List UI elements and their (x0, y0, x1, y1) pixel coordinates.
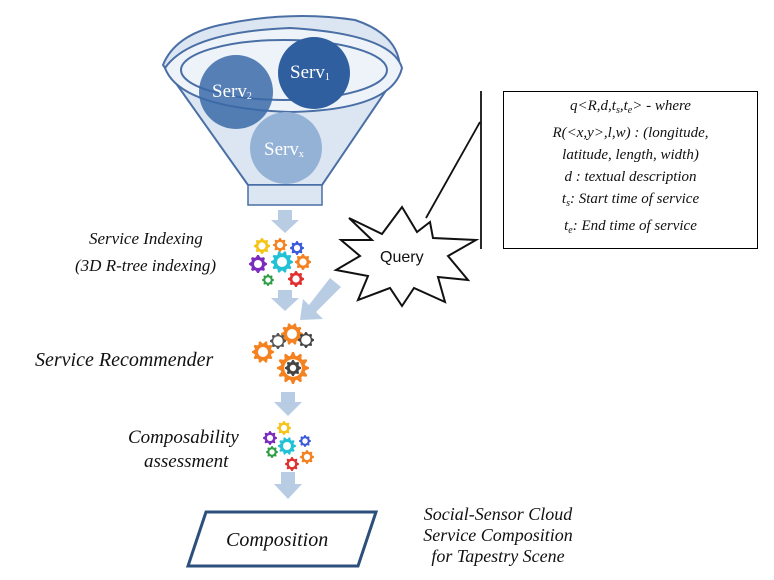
query-definition-box: q<R,d,ts,te> - where R(<x,y>,l,w) : (lon… (503, 91, 758, 249)
query-line-1: q<R,d,ts,te> - where (570, 98, 691, 116)
query-label: Query (380, 249, 424, 266)
caption-line-1: Social-Sensor Cloud (423, 504, 573, 524)
serv-x-circle (250, 112, 322, 184)
gear-icon (295, 254, 311, 270)
arrow-query-to-recommender (300, 278, 341, 320)
serv-2-label: Serv2 (212, 81, 252, 102)
assessment-label: assessment (144, 451, 229, 472)
gear-icon (254, 238, 270, 254)
gear-icon (249, 255, 267, 273)
gear-icon (273, 238, 287, 252)
serv-1-circle (278, 37, 350, 109)
gear-icon (266, 446, 278, 458)
gear-icon (288, 271, 304, 287)
gear-icon (290, 241, 304, 255)
gear-icon (285, 457, 299, 471)
caption-line-2: Service Composition (423, 525, 573, 545)
serv-1-label: Serv1 (290, 62, 330, 83)
gear-icon (285, 360, 301, 376)
composition-label: Composition (226, 529, 329, 551)
gear-icon (262, 274, 274, 286)
rtree-indexing-label: (3D R-tree indexing) (75, 256, 216, 275)
gear-icon (278, 437, 296, 455)
gear-clusters (249, 238, 314, 471)
diagram-caption: Social-Sensor Cloud Service Composition … (398, 504, 598, 567)
gear-icon (298, 332, 314, 348)
arrow-recommender-to-composability (274, 392, 302, 416)
query-line-3: latitude, length, width) (562, 147, 699, 163)
arrow-indexing-to-recommender (271, 290, 299, 311)
query-burst (333, 205, 480, 308)
query-line-2: R(<x,y>,l,w) : (longitude, (552, 125, 709, 141)
query-line-5: ts: Start time of service (561, 191, 700, 209)
arrow-funnel-to-indexing (271, 210, 299, 233)
serv-x-label: Servx (264, 139, 304, 160)
arrow-composability-to-composition (274, 472, 302, 499)
query-line-6: te: End time of service (564, 218, 697, 236)
composition-box (185, 510, 379, 568)
gear-icon (281, 323, 303, 345)
gear-icon (252, 341, 274, 363)
gear-icon (299, 435, 311, 447)
gear-icon (300, 450, 314, 464)
composability-label: Composability (128, 427, 239, 448)
service-indexing-label: Service Indexing (89, 229, 203, 248)
caption-line-3: for Tapestry Scene (431, 546, 565, 566)
gear-icon (270, 333, 286, 349)
gear-icon (277, 421, 291, 435)
service-recommender-label: Service Recommender (35, 349, 214, 371)
serv-2-circle (199, 55, 273, 129)
gear-icon (271, 251, 293, 273)
callout-line (425, 121, 481, 219)
gear-icon (263, 431, 277, 445)
query-line-4: d : textual description (564, 169, 697, 185)
